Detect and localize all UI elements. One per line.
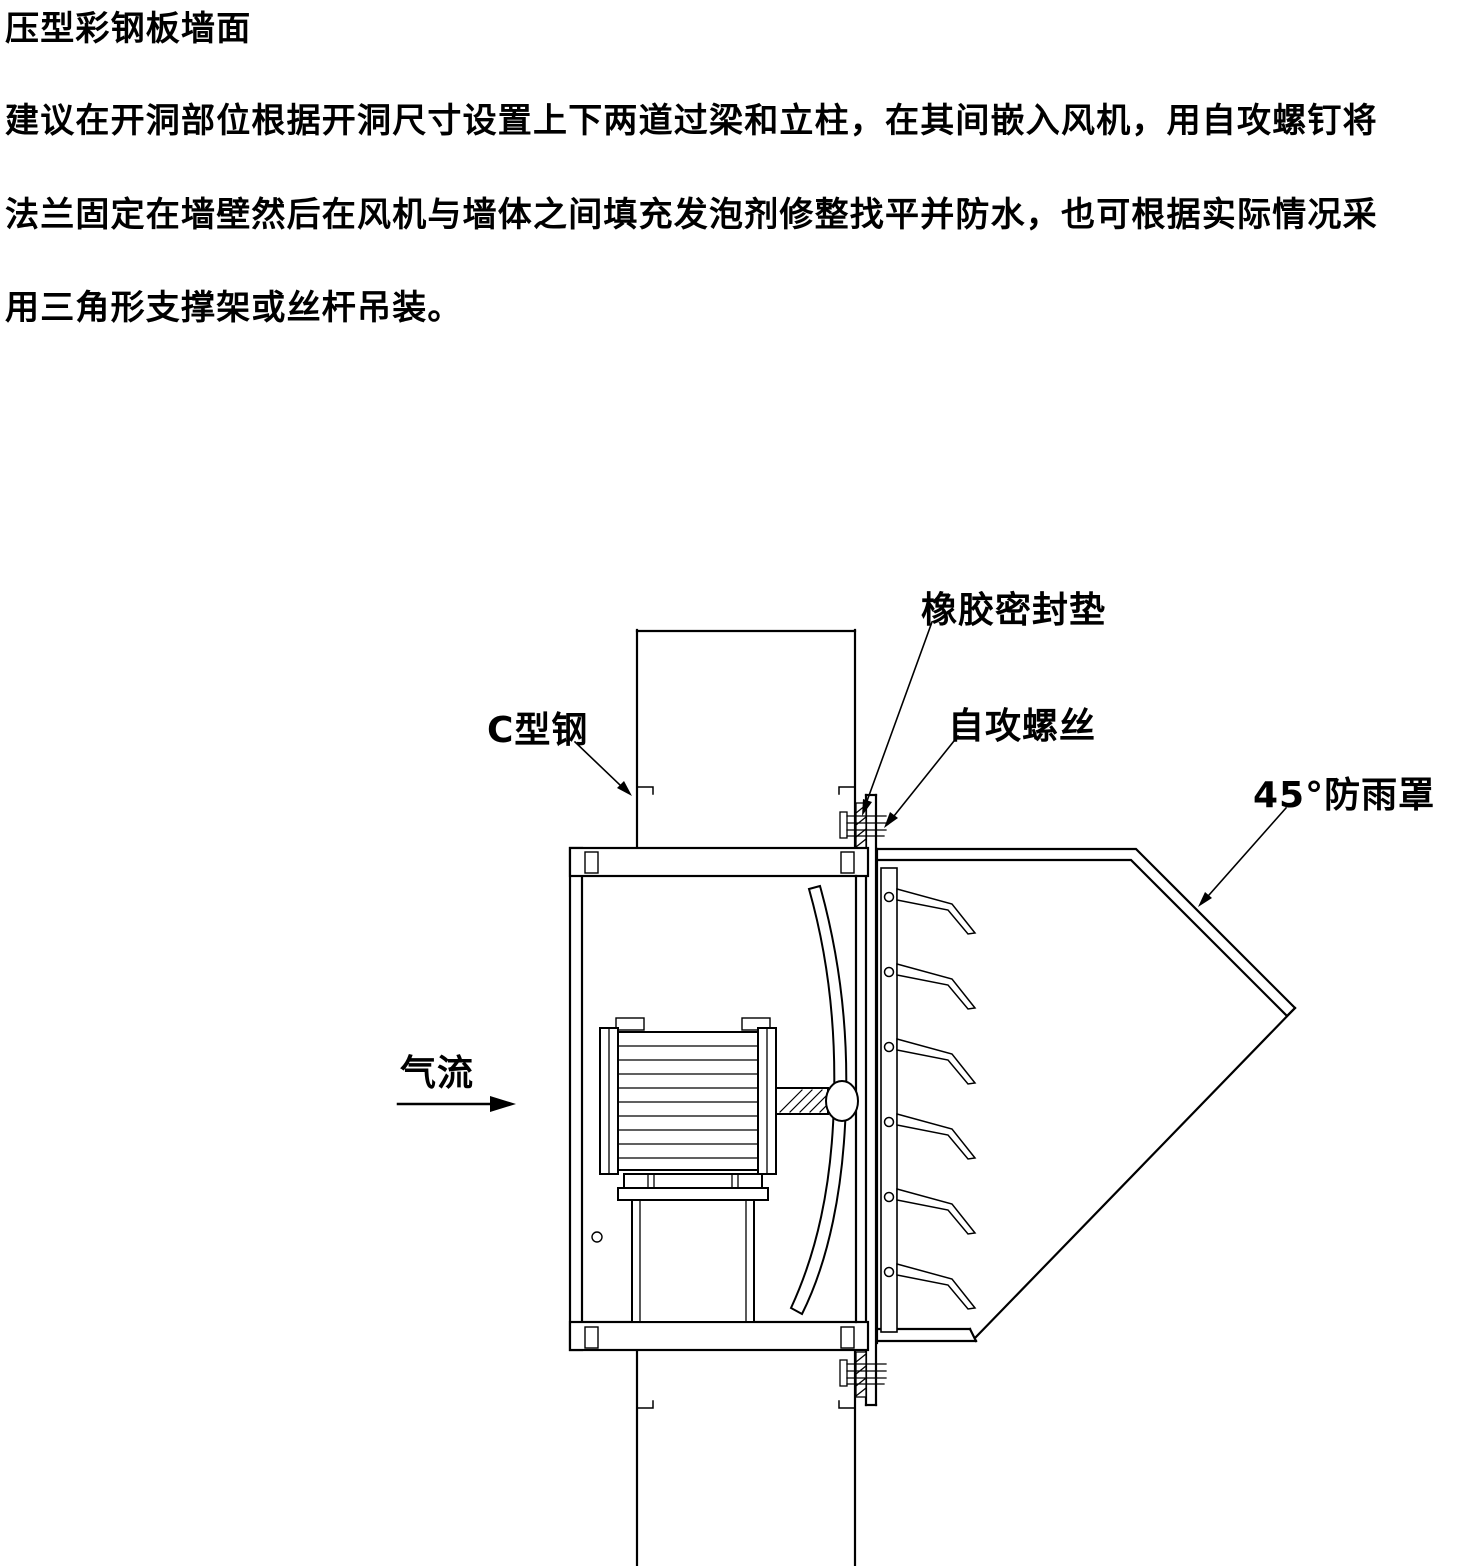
leader-lines — [573, 620, 1288, 897]
louver-blade — [883, 888, 977, 935]
label-self-tapping-screw: 自攻螺丝 — [948, 706, 1097, 747]
motor-shaft — [775, 1080, 859, 1122]
leader-screw — [892, 734, 960, 818]
label-rubber-gasket: 橡胶密封垫 — [921, 590, 1107, 631]
louver-blade — [883, 963, 977, 1010]
body-text-line-2: 法兰固定在墙壁然后在风机与墙体之间填充发泡剂修整找平并防水，也可根据实际情况采 — [5, 195, 1378, 235]
louver-blade — [883, 1188, 977, 1235]
airflow-arrow — [396, 1096, 516, 1112]
motor-cooling-fins — [617, 1045, 759, 1159]
leader-gasket — [865, 620, 934, 803]
louver-frame — [880, 867, 898, 1333]
lower-wall-section — [635, 1348, 857, 1566]
impeller-hub — [825, 1080, 859, 1122]
body-text-line-3: 用三角形支撑架或丝杆吊装。 — [5, 288, 463, 328]
label-airflow: 气流 — [400, 1053, 475, 1094]
motor-body — [617, 1031, 759, 1171]
louver-blade — [883, 1038, 977, 1085]
motor — [599, 1017, 777, 1323]
arrowhead-icon — [1198, 892, 1212, 907]
motor-feet — [623, 1173, 763, 1189]
arrowhead-icon — [617, 781, 632, 796]
arrowhead-icon — [884, 812, 898, 828]
fan-housing — [568, 846, 870, 1352]
impeller-blade — [789, 884, 848, 1316]
body-text-line-1: 建议在开洞部位根据开洞尺寸设置上下两道过梁和立柱，在其间嵌入风机，用自攻螺钉将 — [5, 101, 1378, 141]
rubber-gasket-bottom — [855, 1351, 867, 1398]
label-c-channel-steel: C型钢 — [487, 710, 589, 751]
drain-hole — [591, 1231, 603, 1243]
self-tapping-screw-top — [839, 811, 887, 839]
leader-hood — [1207, 806, 1288, 897]
upper-wall-section — [635, 628, 857, 850]
leader-arrowheads — [617, 781, 1212, 907]
arrowhead-icon — [490, 1096, 516, 1112]
louver-blade — [883, 1263, 977, 1310]
rain-hood — [875, 847, 1297, 1345]
louver-blade — [883, 1113, 977, 1160]
wall-mounting-plate — [864, 793, 878, 1407]
self-tapping-screw-bottom — [839, 1359, 887, 1387]
label-rain-hood-45: 45°防雨罩 — [1253, 775, 1436, 816]
motor-pedestal — [631, 1199, 755, 1323]
arrowhead-icon — [862, 799, 872, 816]
page-title: 压型彩钢板墙面 — [5, 9, 252, 49]
leader-c-steel — [573, 740, 622, 787]
motor-base-plate — [617, 1187, 769, 1201]
louvers — [883, 888, 977, 1310]
